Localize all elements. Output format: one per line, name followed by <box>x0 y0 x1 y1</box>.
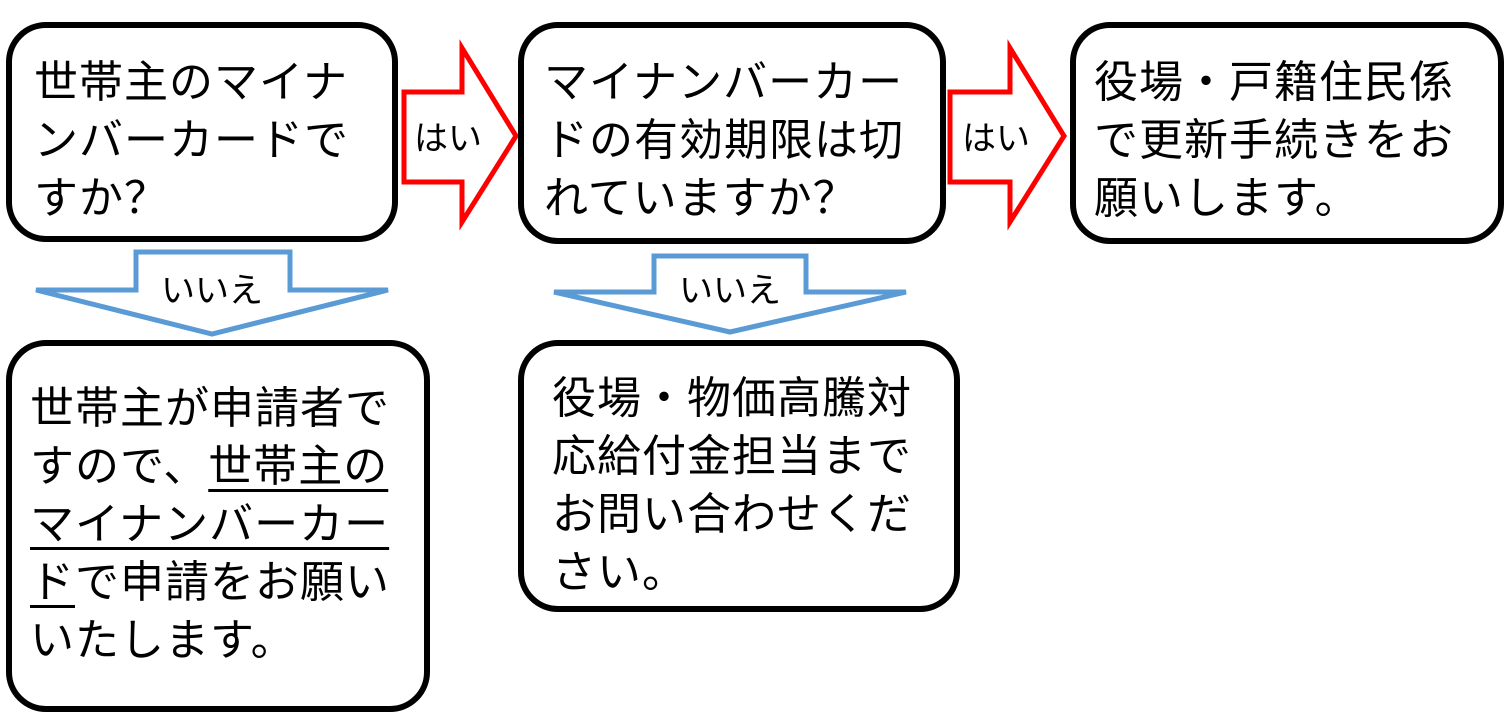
question-1-text: 世帯主のマイナンバーカードですか？ <box>34 57 349 224</box>
no-arrow-1-label: いいえ <box>161 271 263 311</box>
question-box-1: 世帯主のマイナンバーカードですか？ <box>6 22 398 242</box>
result-box-inquiry: 役場・物価高騰対応給付金担当までお問い合わせください。 <box>518 340 960 612</box>
head-of-household-underlined: 世帯主のマイナンバーカード <box>30 441 390 608</box>
yes-arrow-2-shape <box>947 39 1067 231</box>
no-arrow-2-label: いいえ <box>679 271 781 311</box>
inquiry-result-text: 役場・物価高騰対応給付金担当までお問い合わせください。 <box>552 373 912 598</box>
result-box-head-of-household: 世帯主が申請者ですので、世帯主のマイナンバーカードで申請をお願いいたします。 <box>6 340 430 712</box>
question-box-2: マイナンバーカードの有効期限は切れていますか？ <box>518 22 946 244</box>
yes-arrow-1-label: はい <box>414 119 482 159</box>
yes-arrow-2-label: はい <box>962 119 1030 159</box>
yes-arrow-1: はい <box>401 39 519 231</box>
yes-arrow-2: はい <box>947 39 1067 231</box>
no-arrow-2: いいえ <box>553 253 907 335</box>
renewal-result-text: 役場・戸籍住民係で更新手続きをお願いします。 <box>1094 57 1454 224</box>
question-2-text: マイナンバーカードの有効期限は切れていますか？ <box>544 57 904 224</box>
yes-arrow-1-shape <box>401 39 519 231</box>
head-of-household-text-before: 世帯主が申請者ですので、 <box>30 383 390 492</box>
head-of-household-text-after: で申請をお願いいたします。 <box>30 557 390 666</box>
no-arrow-1-shape <box>35 249 389 337</box>
result-box-renewal: 役場・戸籍住民係で更新手続きをお願いします。 <box>1070 22 1504 244</box>
no-arrow-1: いいえ <box>35 249 389 337</box>
no-arrow-2-shape <box>553 253 907 335</box>
